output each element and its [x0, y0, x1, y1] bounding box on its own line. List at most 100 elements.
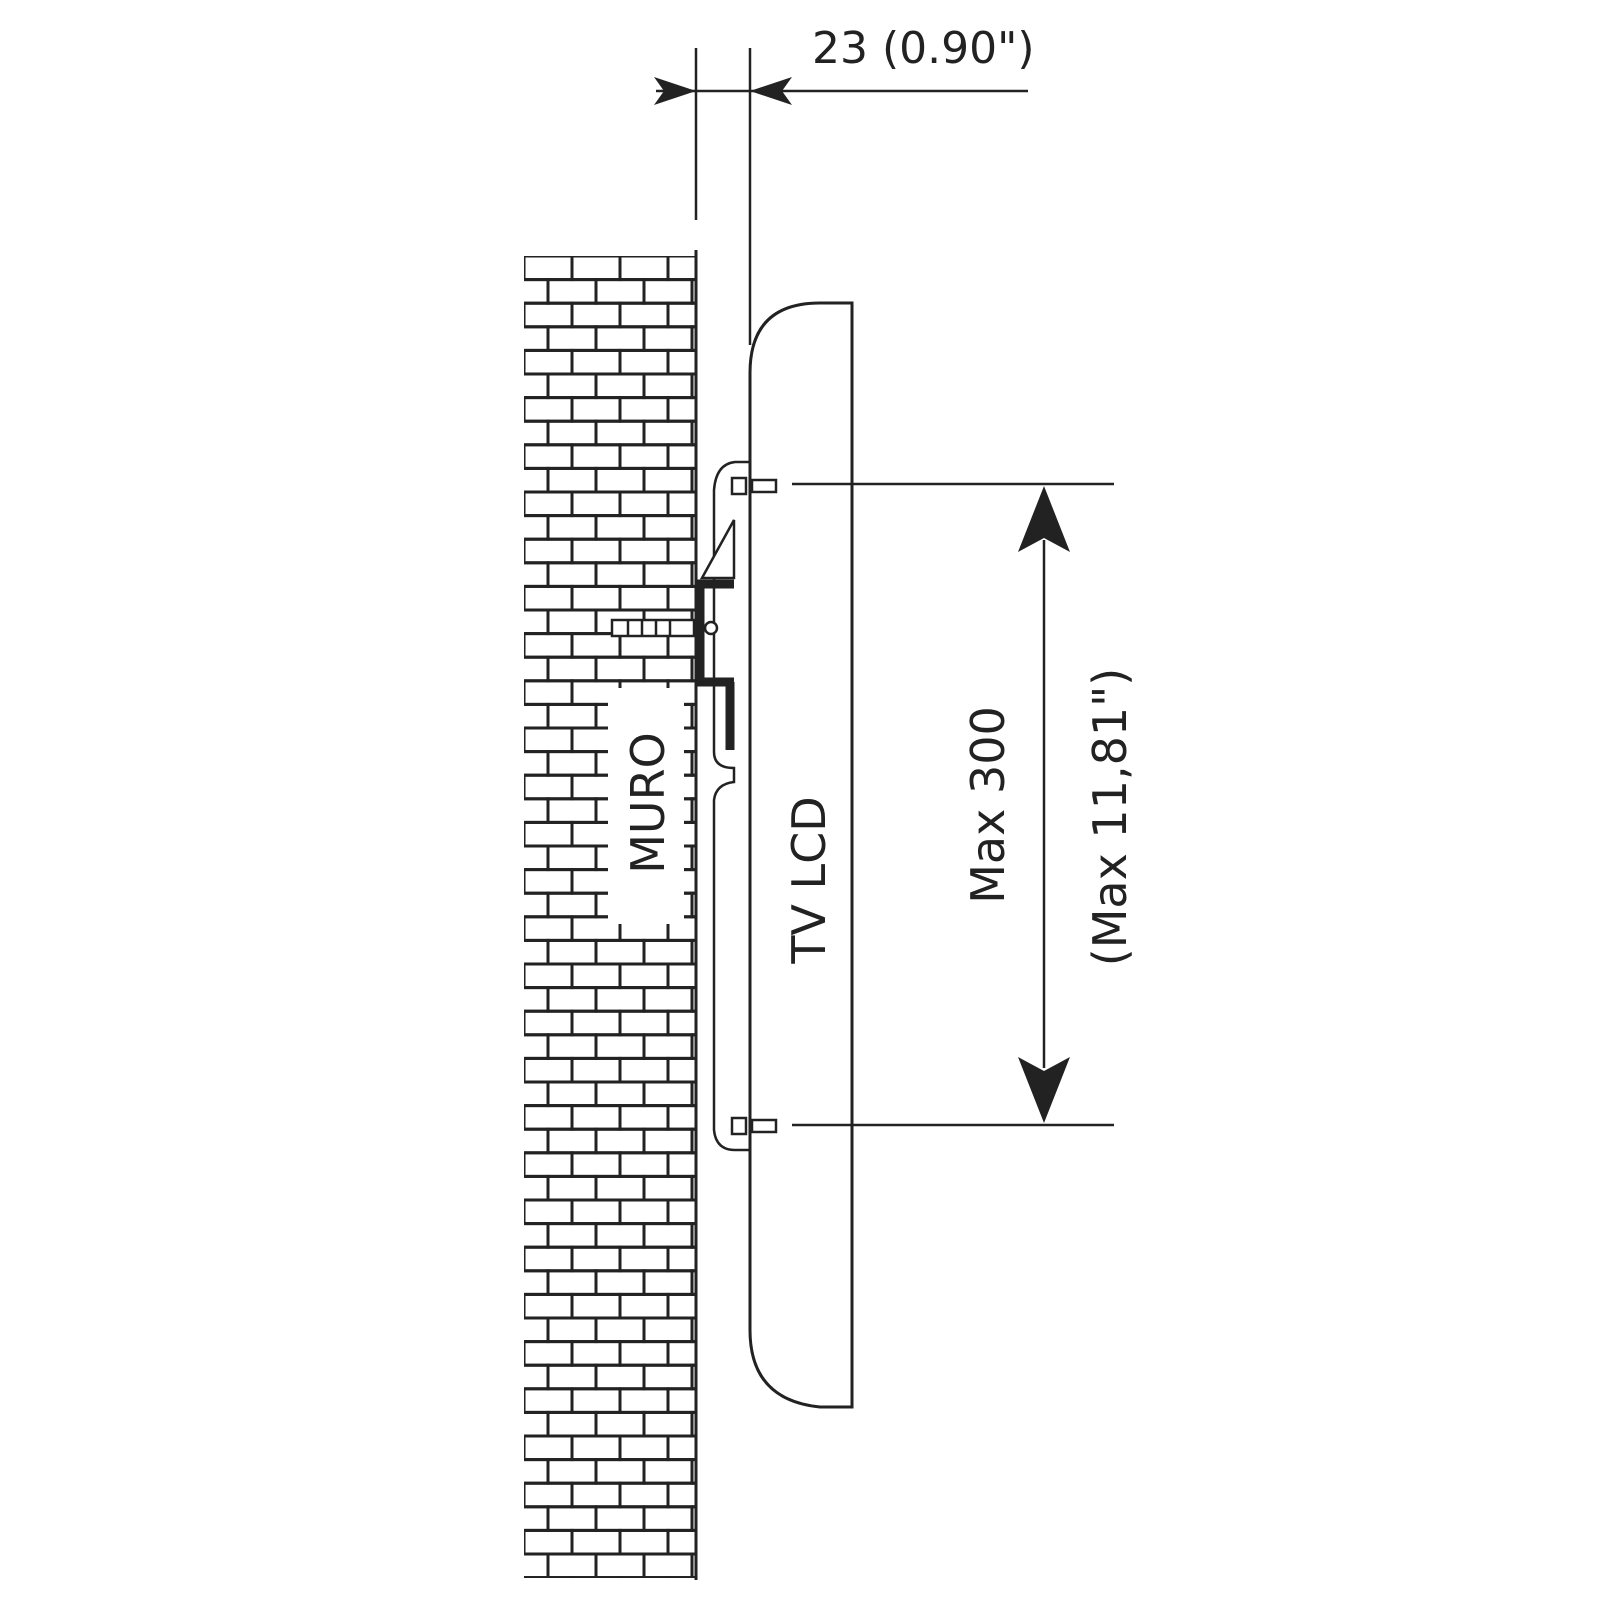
brick [524, 1247, 572, 1271]
brick [500, 421, 548, 445]
brick [692, 421, 740, 445]
brick [572, 1058, 620, 1082]
brick [572, 1294, 620, 1318]
brick [668, 492, 716, 516]
brick [596, 280, 644, 304]
brick [620, 256, 668, 280]
brick [620, 1483, 668, 1507]
brick [668, 350, 716, 374]
brick [644, 1082, 692, 1106]
brick [620, 1294, 668, 1318]
brick [500, 1035, 548, 1059]
brick [524, 964, 572, 988]
brick [644, 563, 692, 587]
brick [500, 846, 548, 870]
brick [500, 374, 548, 398]
brick [548, 374, 596, 398]
brick [500, 1176, 548, 1200]
brick [524, 1058, 572, 1082]
brick [596, 327, 644, 351]
brick [692, 1082, 740, 1106]
brick [548, 752, 596, 776]
wall-label: MURO [621, 732, 675, 874]
brick [572, 303, 620, 327]
brick [668, 1011, 716, 1035]
brick [572, 1436, 620, 1460]
brick [524, 1153, 572, 1177]
brick [596, 1554, 644, 1578]
brick [548, 468, 596, 492]
brick [596, 468, 644, 492]
brick [644, 468, 692, 492]
brick [596, 1129, 644, 1153]
brick [572, 1153, 620, 1177]
brick [572, 445, 620, 469]
brick [572, 1530, 620, 1554]
brick [548, 988, 596, 1012]
brick [524, 1294, 572, 1318]
brick [692, 1412, 740, 1436]
brick [668, 1200, 716, 1224]
brick [524, 1483, 572, 1507]
brick [572, 1483, 620, 1507]
brick [692, 1035, 740, 1059]
brick [620, 1153, 668, 1177]
brick [620, 303, 668, 327]
brick [524, 870, 572, 894]
brick [500, 1318, 548, 1342]
brick [692, 799, 740, 823]
brick [644, 1507, 692, 1531]
brick [620, 1247, 668, 1271]
brick [524, 303, 572, 327]
brick [692, 1554, 740, 1578]
brick [668, 586, 716, 610]
brick [500, 988, 548, 1012]
brick [620, 1389, 668, 1413]
brick [668, 1247, 716, 1271]
brick [524, 1342, 572, 1366]
brick [524, 1436, 572, 1460]
brick [500, 1507, 548, 1531]
brick [548, 280, 596, 304]
brick [548, 1129, 596, 1153]
brick [644, 421, 692, 445]
brick [668, 964, 716, 988]
brick [692, 374, 740, 398]
brick [548, 1224, 596, 1248]
brick [644, 1129, 692, 1153]
anchor-body [612, 620, 694, 636]
brick [692, 1271, 740, 1295]
brick [596, 1365, 644, 1389]
depth-dimension [654, 48, 1028, 345]
brick [644, 374, 692, 398]
brick [548, 846, 596, 870]
brick [524, 1200, 572, 1224]
brick [668, 1106, 716, 1130]
brick-wall: MURO [500, 250, 740, 1580]
brick [548, 893, 596, 917]
brick [692, 893, 740, 917]
brick [548, 1318, 596, 1342]
brick [668, 398, 716, 422]
mounting-bracket [700, 462, 750, 1150]
brick [524, 1389, 572, 1413]
brick [500, 1460, 548, 1484]
brick [596, 563, 644, 587]
brick [620, 492, 668, 516]
brick [692, 1224, 740, 1248]
brick [692, 1318, 740, 1342]
brick [596, 1035, 644, 1059]
tv-screw-top [732, 478, 776, 494]
brick [596, 657, 644, 681]
brick [644, 280, 692, 304]
brick [644, 1035, 692, 1059]
brick [668, 1058, 716, 1082]
brick [620, 1106, 668, 1130]
brick [692, 1507, 740, 1531]
brick [500, 657, 548, 681]
brick [500, 752, 548, 776]
brick [668, 1436, 716, 1460]
brick [620, 1530, 668, 1554]
brick [644, 1365, 692, 1389]
brick [500, 1082, 548, 1106]
